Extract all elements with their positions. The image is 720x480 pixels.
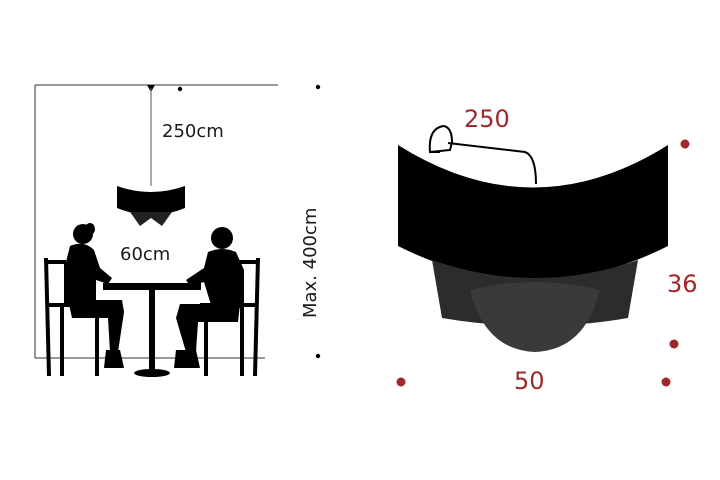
dimension-dot [680,139,690,149]
table [103,283,201,377]
dimension-dot [661,377,671,387]
lamp-width-label: 50 [514,367,545,395]
shade-width-label: 60cm [120,244,170,265]
mount-bracket [428,124,454,154]
dimension-dot [669,339,679,349]
dimension-dot [315,353,321,359]
lamp-detail: 250 36 50 [396,105,698,395]
seated-man [174,227,244,368]
lamp-height-label: 36 [667,270,698,298]
dimension-dot [177,86,183,92]
dimension-dot [396,377,406,387]
small-pendant-lamp [117,186,185,226]
cord-length-label: 250 [464,105,510,133]
dimension-dot [315,84,321,90]
seated-woman [64,223,124,368]
lamp-shade [398,145,668,280]
power-cord [447,142,537,185]
room-scene: 250cm 60cm Max. 400cm [34,84,321,377]
lamp-bottom-bowl [470,282,600,352]
cable-length-label: 250cm [162,121,224,142]
max-height-label: Max. 400cm [300,208,321,318]
